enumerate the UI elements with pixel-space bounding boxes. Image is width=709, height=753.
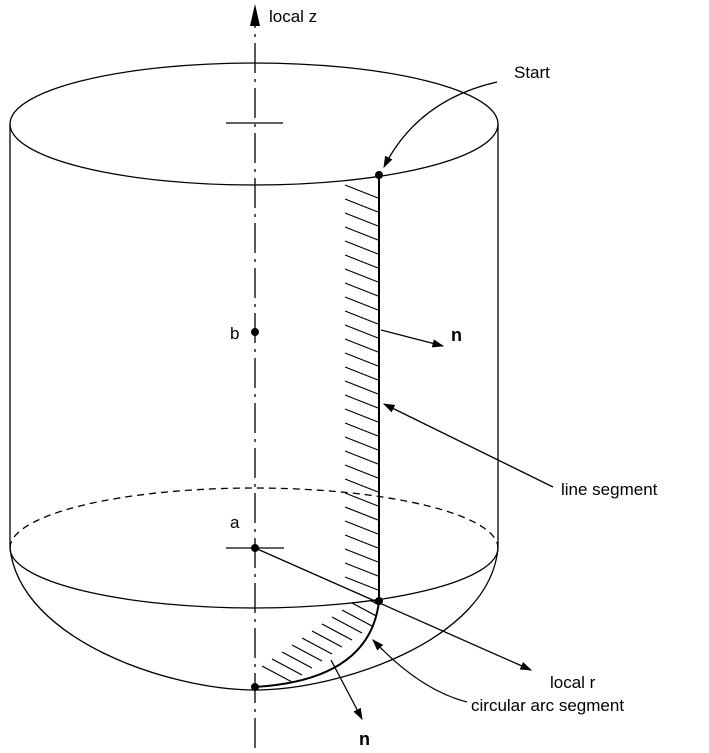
hatch-line <box>331 616 363 634</box>
hatch-line <box>261 665 293 683</box>
cylinder-top-ellipse <box>9 62 499 186</box>
hatch-line <box>311 630 343 648</box>
hatch-line <box>344 338 379 353</box>
label-circular-arc-segment: circular arc segment <box>471 696 624 715</box>
line-segment-hatching <box>344 184 379 591</box>
hatch-line <box>344 450 379 465</box>
arc-segment-leader <box>372 639 468 703</box>
hatch-line <box>344 352 379 367</box>
hatch-line <box>344 184 379 199</box>
hatch-line <box>344 394 379 409</box>
hatch-line <box>344 506 379 521</box>
hatch-line <box>344 324 379 339</box>
hatch-line <box>271 658 303 676</box>
hatch-line <box>341 609 373 627</box>
label-a: a <box>230 513 240 532</box>
hatch-line <box>344 548 379 563</box>
point-b <box>251 328 259 336</box>
bottom-ellipse-back <box>9 487 499 549</box>
hatch-line <box>344 534 379 549</box>
hatch-line <box>301 637 333 655</box>
hatch-line <box>344 296 379 311</box>
hatch-line <box>344 492 379 507</box>
hatch-line <box>344 282 379 297</box>
normal-bottom-arrow <box>330 659 363 721</box>
hatch-line <box>344 520 379 535</box>
hatch-line <box>344 576 379 591</box>
start-leader <box>383 81 498 169</box>
point-a <box>251 544 259 552</box>
hatch-line <box>344 198 379 213</box>
label-n-bottom: n <box>359 729 370 749</box>
hatch-line <box>344 310 379 325</box>
hemisphere-bowl <box>9 547 499 691</box>
hatch-line <box>344 366 379 381</box>
hatch-line <box>344 562 379 577</box>
bottom-ellipse-front <box>9 547 499 609</box>
label-n-right: n <box>451 325 462 345</box>
circular-arc-segment <box>254 600 380 688</box>
hatch-line <box>344 408 379 423</box>
point-arc-junction <box>375 597 383 605</box>
label-line-segment: line segment <box>561 480 658 499</box>
line-segment-leader <box>382 403 554 488</box>
hatch-line <box>281 651 313 669</box>
label-local-z: local z <box>269 7 317 26</box>
local-z-arrow-icon <box>250 4 260 26</box>
hatch-line <box>344 422 379 437</box>
normal-right-arrow <box>380 329 445 348</box>
hatch-line <box>344 464 379 479</box>
hatch-line <box>344 436 379 451</box>
point-start <box>375 171 383 179</box>
hatch-line <box>291 644 323 662</box>
hatch-line <box>344 380 379 395</box>
hatch-line <box>344 254 379 269</box>
hatch-line <box>344 268 379 283</box>
local-r-axis <box>254 547 533 671</box>
label-start: Start <box>514 63 550 82</box>
label-local-r: local r <box>550 673 596 692</box>
point-bottom <box>251 683 259 691</box>
hatch-line <box>344 226 379 241</box>
hatch-line <box>344 240 379 255</box>
hatch-line <box>344 212 379 227</box>
hatch-line <box>344 478 379 493</box>
label-b: b <box>230 324 239 343</box>
hatch-line <box>321 623 353 641</box>
